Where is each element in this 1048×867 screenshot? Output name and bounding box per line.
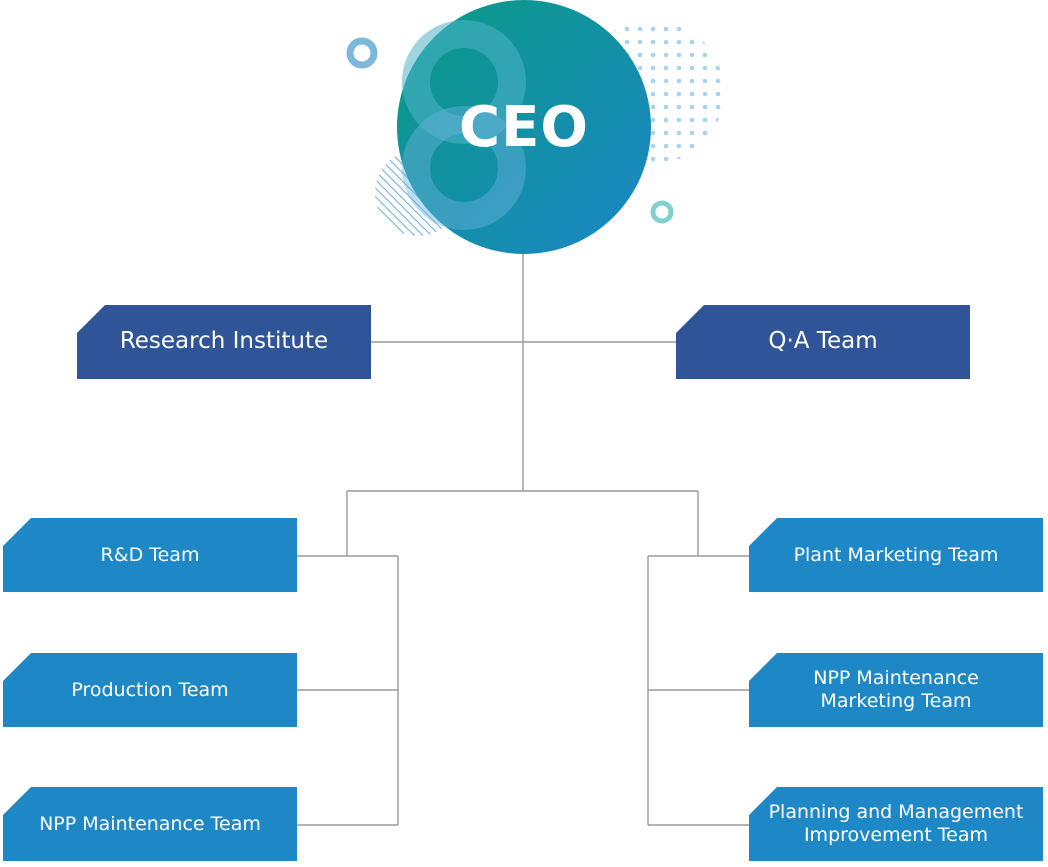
- npp-maintenance-team-box: NPP Maintenance Team: [3, 787, 297, 861]
- planning-management-improvement-team-box: Planning and Management Improvement Team: [749, 787, 1043, 861]
- npp-maintenance-marketing-team-box: NPP Maintenance Marketing Team: [749, 653, 1043, 727]
- small-teal-ring-decoration: [650, 200, 674, 224]
- plant-marketing-team-box: Plant Marketing Team: [749, 518, 1043, 592]
- qa-team-box: Q·A Team: [676, 305, 970, 379]
- research-institute-box: Research Institute: [77, 305, 371, 379]
- connector-lines: [297, 252, 749, 826]
- small-ring-decoration: [346, 37, 378, 69]
- production-team-box: Production Team: [3, 653, 297, 727]
- rd-team-box: R&D Team: [3, 518, 297, 592]
- ceo-circle-icon: [397, 0, 651, 254]
